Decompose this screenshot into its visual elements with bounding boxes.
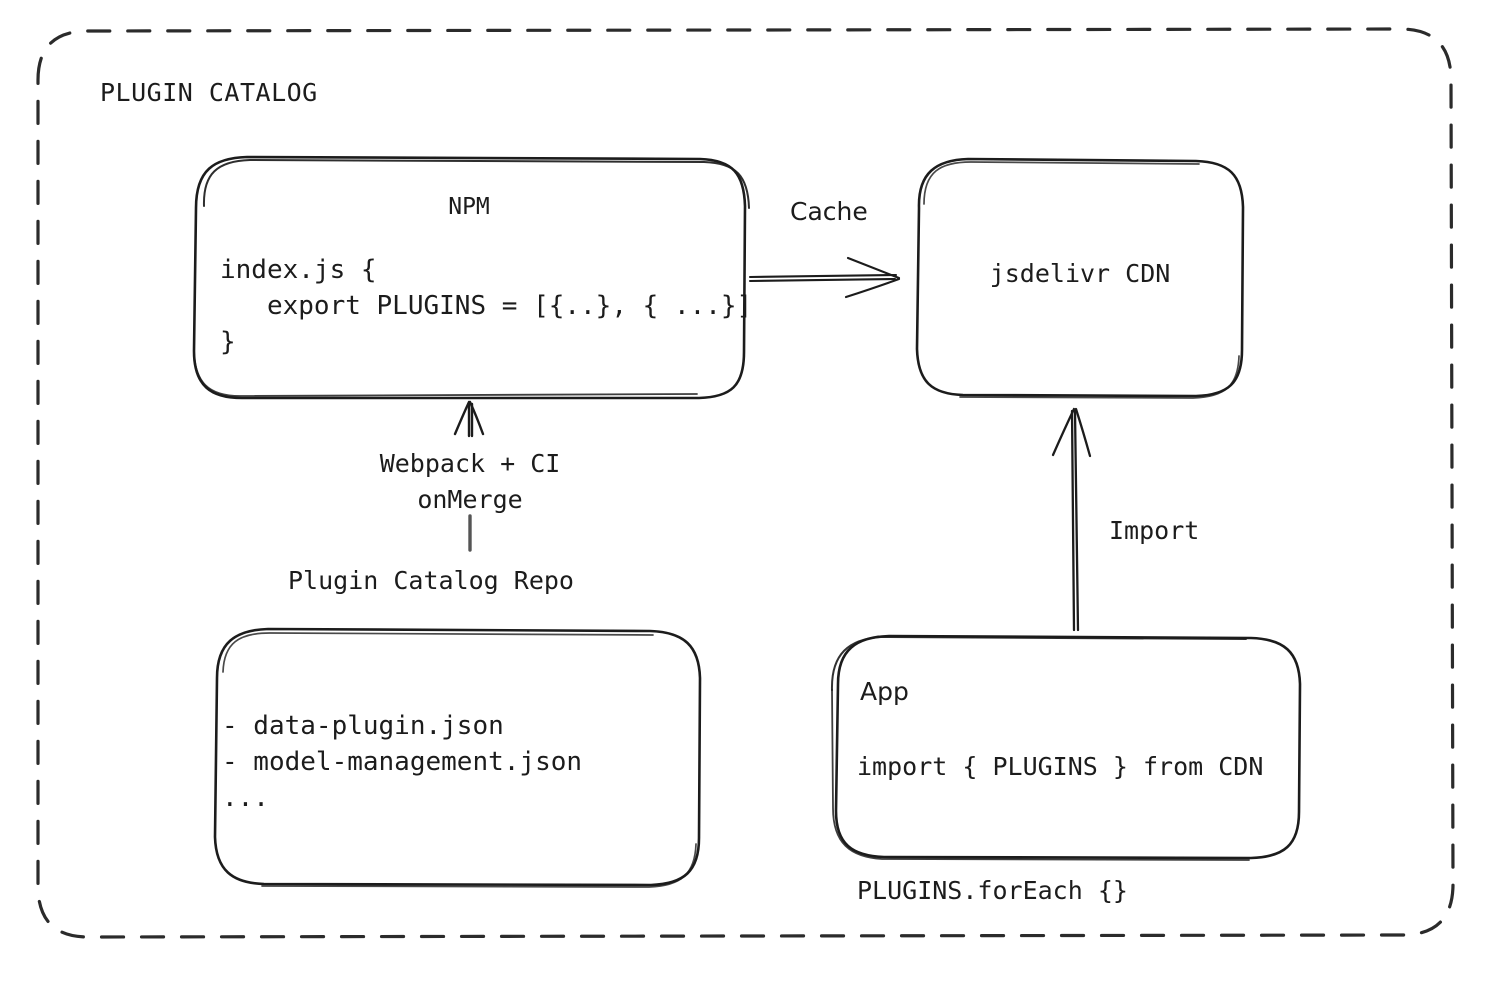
edge-repo-to-npm (453, 400, 485, 552)
repo-node-shape (213, 627, 702, 888)
edge-label-cache: Cache (790, 197, 868, 226)
app-node-shape (830, 634, 1302, 861)
npm-node-code: index.js { export PLUGINS = [{..}, { ...… (220, 255, 753, 357)
edge-label-import: Import (1109, 516, 1200, 545)
plugin-catalog-container-border (36, 27, 1455, 939)
repo-node-caption: Plugin Catalog Repo (288, 566, 574, 595)
page-title: PLUGIN CATALOG (100, 78, 318, 107)
app-node-title: App (860, 677, 909, 706)
repo-node-items: - data-plugin.json - model-management.js… (222, 711, 583, 813)
npm-node-shape (192, 155, 750, 400)
edge-app-to-cdn (1051, 407, 1092, 632)
edge-npm-to-cdn (748, 256, 901, 299)
app-node-code: import { PLUGINS } from CDN PLUGINS.forE… (857, 752, 1264, 905)
edge-label-webpack-ci: Webpack + CI onMerge (379, 449, 561, 514)
cdn-node-shape (915, 157, 1245, 399)
cdn-node-title: jsdelivr CDN (989, 259, 1171, 288)
npm-node-title: NPM (448, 194, 490, 220)
